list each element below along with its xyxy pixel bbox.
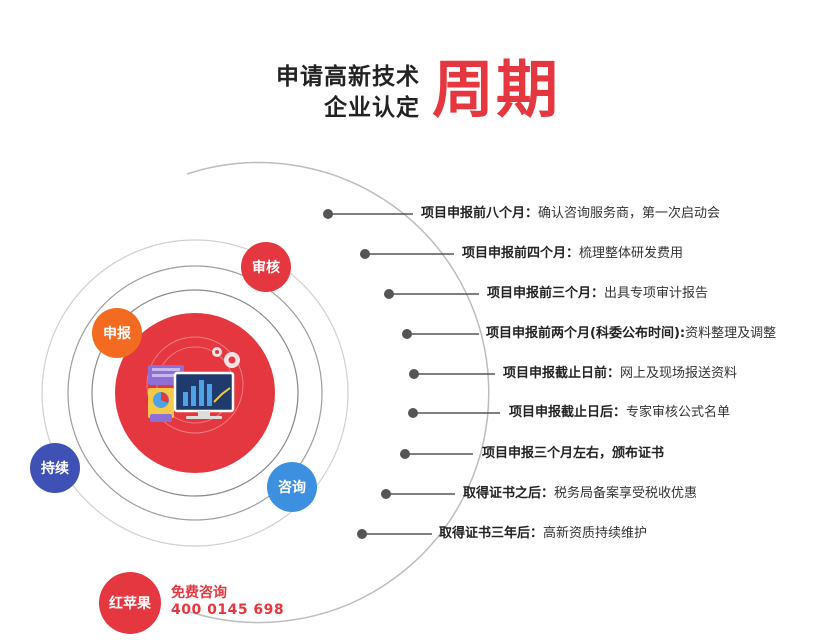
- step-key: 项目申报前八个月：: [421, 206, 539, 221]
- timeline-step: 项目申报前四个月：梳理整体研发费用: [462, 245, 683, 263]
- timeline-dot: [381, 489, 391, 499]
- title-line-2: 企业认定: [324, 95, 420, 121]
- consult-badge: 咨询: [267, 462, 317, 512]
- outer-ring: [41, 239, 349, 547]
- step-key: 项目申报三个月左右，颁布证书: [482, 446, 665, 461]
- step-desc: 高新资质持续维护: [543, 526, 648, 541]
- audit-badge: 审核: [241, 242, 291, 292]
- inner-ring: [91, 289, 299, 497]
- timeline-dot: [384, 289, 394, 299]
- step-desc: 出具专项审计报告: [604, 286, 709, 301]
- title-line-1: 申请高新技术: [276, 64, 420, 90]
- timeline-step: 项目申报前八个月：确认咨询服务商，第一次启动会: [421, 205, 720, 223]
- step-desc: 专家审核公式名单: [626, 405, 731, 420]
- timeline-step: 项目申报截止日后：专家审核公式名单: [509, 404, 730, 422]
- timeline-step: 取得证书三年后：高新资质持续维护: [439, 525, 647, 543]
- timeline-dot: [360, 249, 370, 259]
- timeline-dot: [409, 369, 419, 379]
- timeline-step: 取得证书之后：税务局备案享受税收优惠: [463, 485, 697, 503]
- timeline-step: 项目申报截止日前：网上及现场报送资料: [503, 365, 737, 383]
- step-key: 取得证书三年后：: [439, 526, 544, 541]
- timeline-step: 项目申报前两个月(科委公布时间):资料整理及调整: [486, 325, 776, 343]
- step-key: 项目申报前两个月(科委公布时间):: [486, 326, 686, 341]
- timeline-step: 项目申报前三个月：出具专项审计报告: [487, 285, 708, 303]
- timeline-dot: [402, 329, 412, 339]
- step-key: 项目申报前四个月：: [462, 246, 580, 261]
- step-desc: 梳理整体研发费用: [579, 246, 684, 261]
- computer-analytics-icon: [148, 365, 235, 422]
- timeline-dots: [323, 209, 419, 539]
- step-desc: 网上及现场报送资料: [620, 366, 738, 381]
- title-highlight: 周期: [432, 53, 561, 126]
- timeline-dot: [408, 408, 418, 418]
- step-key: 取得证书之后：: [463, 486, 555, 501]
- step-desc: 确认咨询服务商，第一次启动会: [538, 206, 721, 221]
- timeline-dot: [357, 529, 367, 539]
- step-key: 项目申报截止日前：: [503, 366, 621, 381]
- timeline-connectors: [328, 213, 500, 535]
- continue-badge: 持续: [30, 443, 80, 493]
- declare-badge: 申报: [92, 308, 142, 358]
- timeline-step: 项目申报三个月左右，颁布证书: [482, 445, 664, 463]
- step-desc: 税务局备案享受税收优惠: [554, 486, 698, 501]
- brand-badge: 红苹果: [99, 572, 161, 634]
- timeline-arc: [186, 161, 490, 624]
- gear-icon: [212, 347, 240, 368]
- timeline-dot: [400, 449, 410, 459]
- timeline-dot: [323, 209, 333, 219]
- step-key: 项目申报截止日后：: [509, 405, 627, 420]
- step-key: 项目申报前三个月：: [487, 286, 605, 301]
- step-desc: 资料整理及调整: [685, 326, 777, 341]
- middle-ring: [67, 265, 323, 521]
- free-consult-label: 免费咨询: [171, 585, 227, 601]
- phone-number[interactable]: 400 0145 698: [171, 602, 285, 618]
